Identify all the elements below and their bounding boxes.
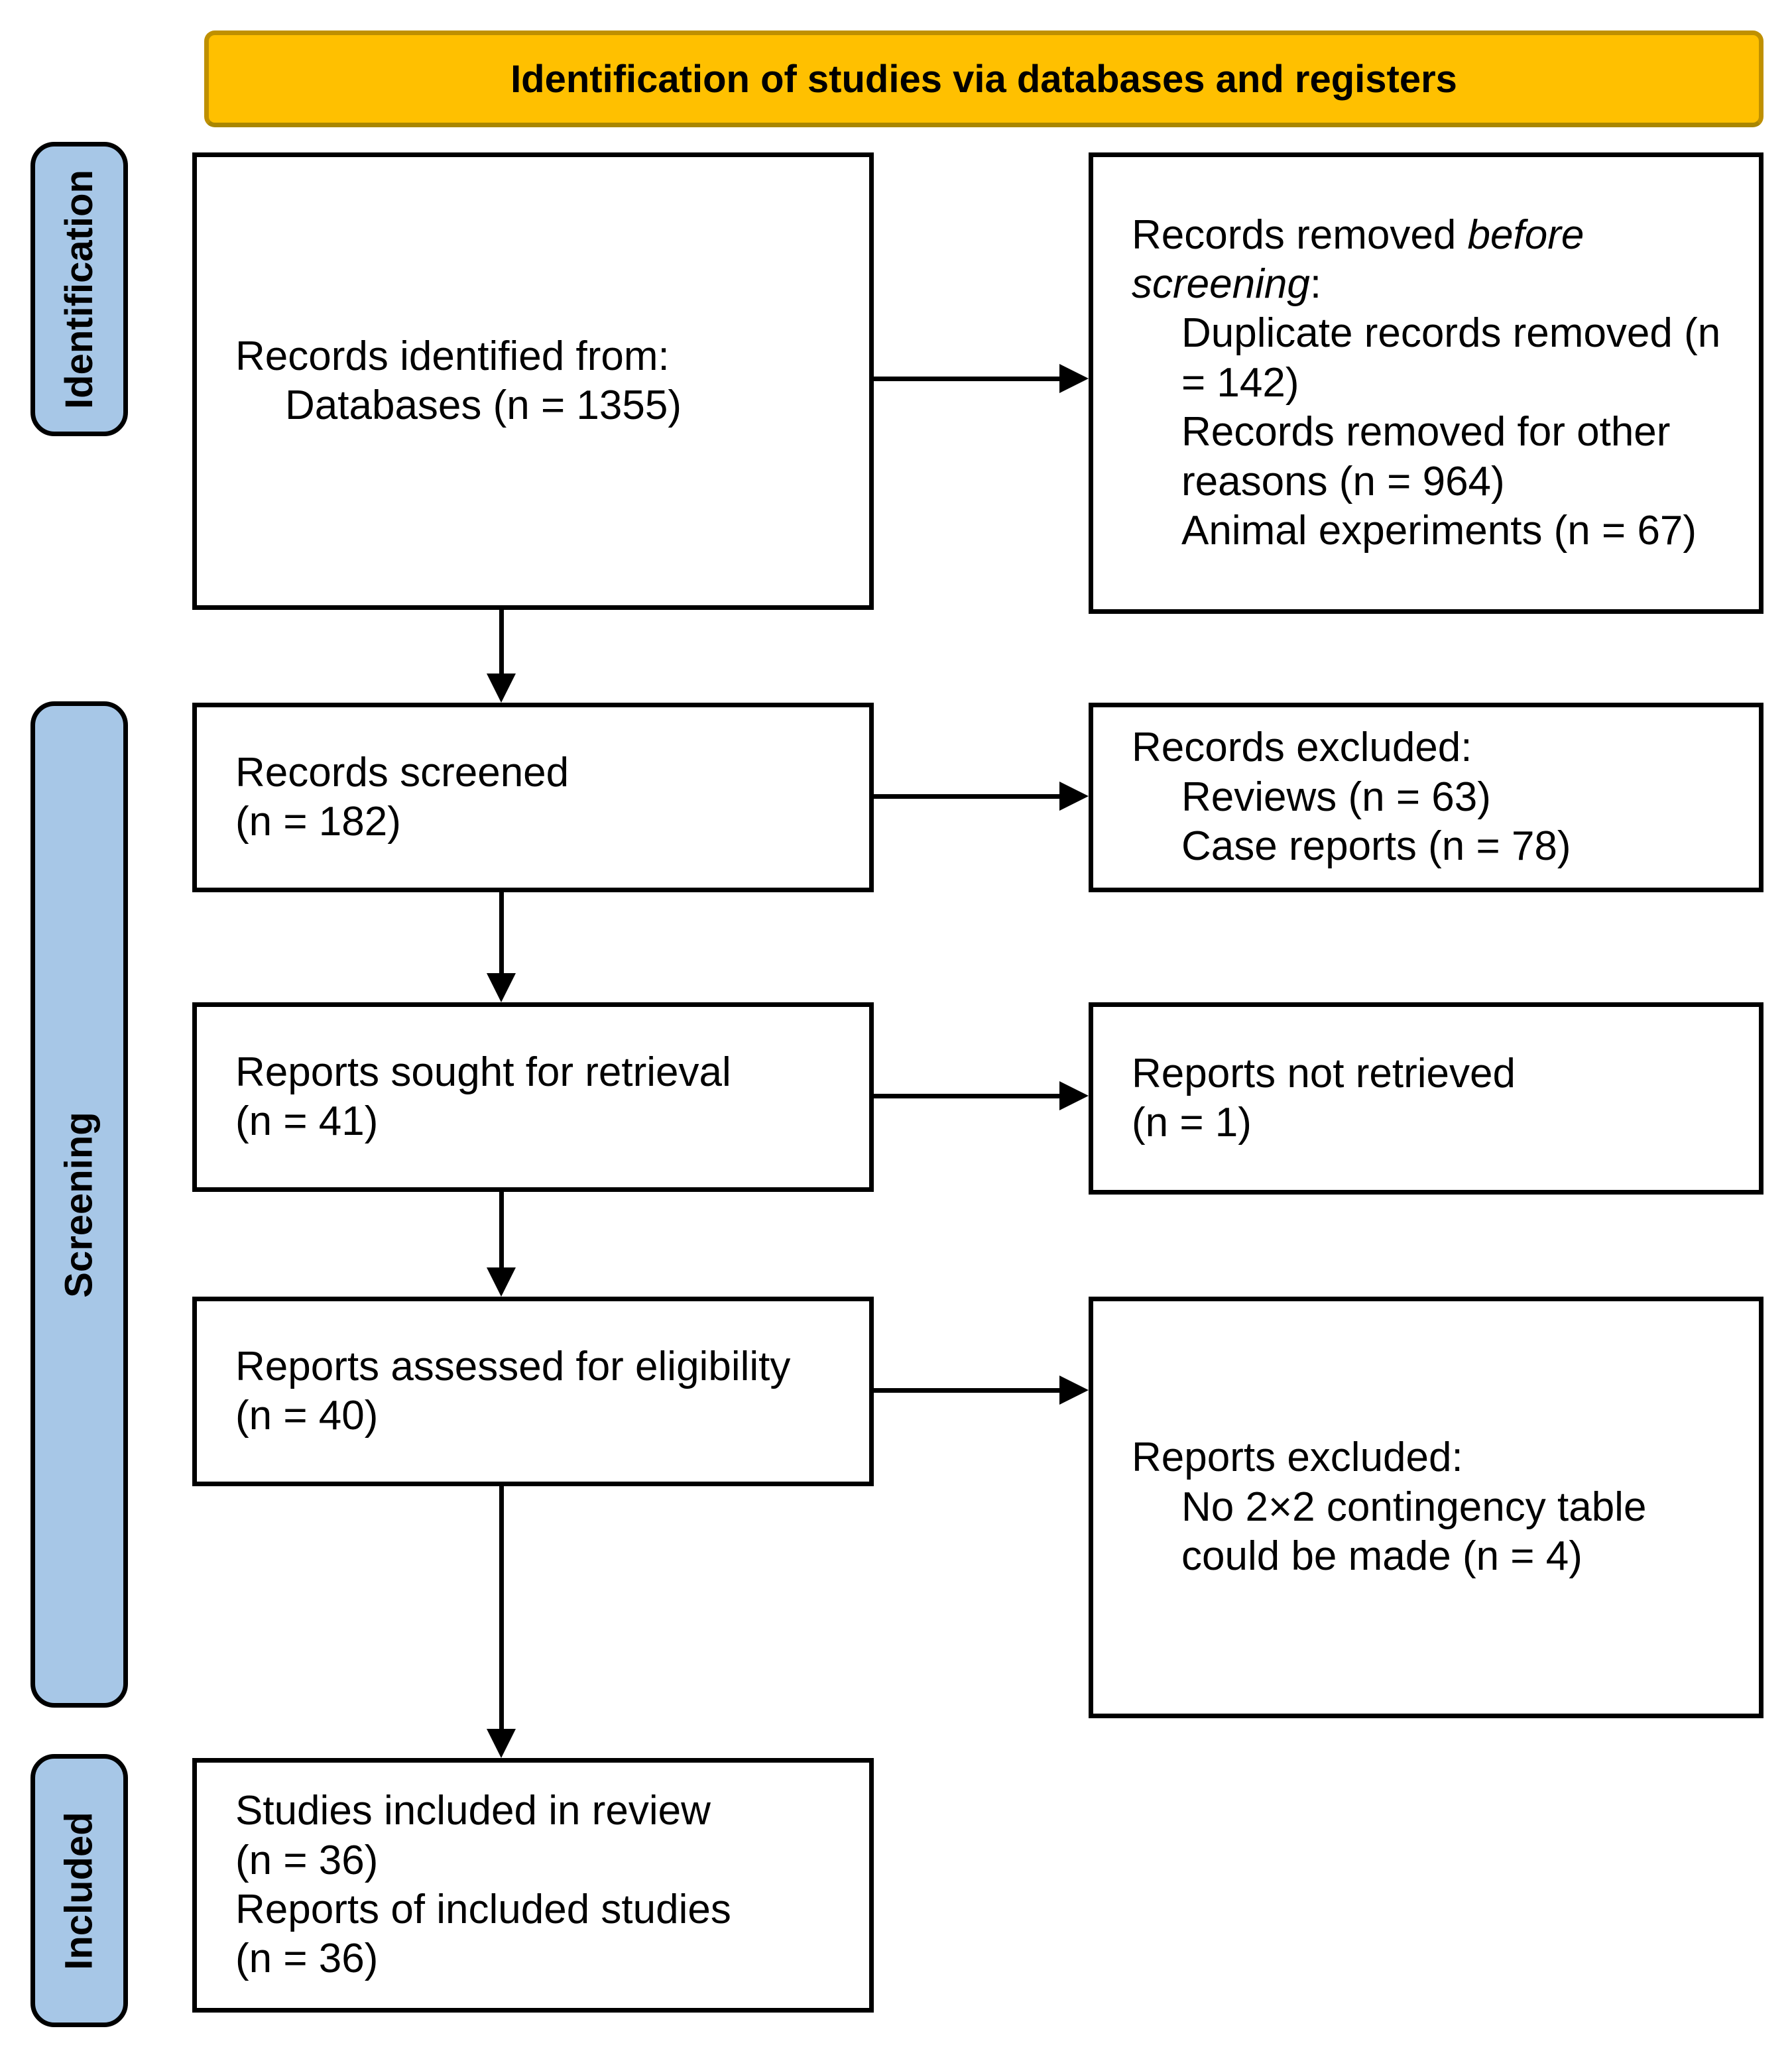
records-removed-item-2: Records removed for other reasons (n = 9… <box>1181 409 1671 504</box>
box-reports-sought: Reports sought for retrieval (n = 41) <box>192 1002 874 1192</box>
studies-included-line2: (n = 36) <box>235 1837 379 1883</box>
records-removed-line2-colon: : <box>1309 261 1322 308</box>
sidebar-screening-label: Screening <box>58 1111 101 1298</box>
arrow-identified-to-removed-head <box>1059 364 1089 393</box>
records-removed-line2: screening: <box>1132 260 1732 309</box>
records-removed-line1-italic: before <box>1467 211 1584 258</box>
arrow-sought-to-not-retrieved-line <box>874 1094 1059 1098</box>
box-records-screened: Records screened (n = 182) <box>192 703 874 892</box>
reports-sought-line1: Reports sought for retrieval <box>235 1049 731 1095</box>
records-identified-line1: Records identified from: <box>235 333 670 379</box>
sidebar-screening: Screening <box>30 701 128 1708</box>
studies-included-line1: Studies included in review <box>235 1788 711 1834</box>
arrow-screened-to-excluded-line <box>874 794 1059 799</box>
arrow-assessed-to-included-head <box>487 1729 516 1758</box>
records-excluded-item-2: Case reports (n = 78) <box>1181 823 1571 870</box>
records-excluded-line1: Records excluded: <box>1132 725 1472 771</box>
records-removed-item-3: Animal experiments (n = 67) <box>1181 507 1697 554</box>
arrow-screened-to-sought-head <box>487 973 516 1002</box>
arrow-assessed-to-excluded-line <box>874 1388 1059 1393</box>
banner: Identification of studies via databases … <box>204 30 1763 127</box>
box-reports-assessed: Reports assessed for eligibility (n = 40… <box>192 1297 874 1486</box>
sidebar-included-label: Included <box>58 1811 101 1970</box>
box-records-excluded: Records excluded: Reviews (n = 63) Case … <box>1089 703 1763 892</box>
arrow-screened-to-excluded-head <box>1059 782 1089 811</box>
reports-not-retrieved-line1: Reports not retrieved <box>1132 1050 1516 1096</box>
sidebar-identification: Identification <box>30 142 128 436</box>
records-identified-line2: Databases (n = 1355) <box>285 382 682 428</box>
box-studies-included: Studies included in review (n = 36) Repo… <box>192 1758 874 2013</box>
arrow-assessed-to-excluded-head <box>1059 1376 1089 1405</box>
reports-assessed-line2: (n = 40) <box>235 1393 379 1438</box>
arrow-sought-to-assessed-line <box>499 1192 504 1270</box>
records-removed-line2-italic: screening <box>1132 261 1310 308</box>
arrow-identified-to-screened-head <box>487 674 516 703</box>
arrow-sought-to-assessed-head <box>487 1267 516 1297</box>
records-screened-line1: Records screened <box>235 749 569 795</box>
records-removed-line1-normal: Records removed <box>1132 211 1468 258</box>
box-reports-not-retrieved: Reports not retrieved (n = 1) <box>1089 1002 1763 1195</box>
reports-not-retrieved-line2: (n = 1) <box>1132 1100 1252 1145</box>
arrow-sought-to-not-retrieved-head <box>1059 1081 1089 1110</box>
arrow-assessed-to-included-line <box>499 1486 504 1731</box>
reports-sought-line2: (n = 41) <box>235 1098 379 1144</box>
records-excluded-item-1: Reviews (n = 63) <box>1181 774 1491 820</box>
banner-title: Identification of studies via databases … <box>510 57 1457 101</box>
box-reports-excluded: Reports excluded: No 2×2 contingency tab… <box>1089 1297 1763 1718</box>
reports-assessed-line1: Reports assessed for eligibility <box>235 1343 791 1389</box>
records-screened-line2: (n = 182) <box>235 799 401 845</box>
sidebar-identification-label: Identification <box>58 169 101 409</box>
arrow-identified-to-screened-line <box>499 610 504 676</box>
studies-included-line3: Reports of included studies <box>235 1887 731 1932</box>
sidebar-included: Included <box>30 1754 128 2027</box>
reports-excluded-item-1: No 2×2 contingency table could be made (… <box>1181 1484 1647 1580</box>
records-removed-item-1: Duplicate records removed (n = 142) <box>1181 310 1721 406</box>
studies-included-line4: (n = 36) <box>235 1936 379 1982</box>
records-removed-line1: Records removed before <box>1132 211 1732 260</box>
reports-excluded-line1: Reports excluded: <box>1132 1435 1463 1481</box>
box-records-identified: Records identified from: Databases (n = … <box>192 152 874 610</box>
arrow-identified-to-removed-line <box>874 377 1059 381</box>
box-records-removed: Records removed before screening: Duplic… <box>1089 152 1763 614</box>
arrow-screened-to-sought-line <box>499 892 504 976</box>
